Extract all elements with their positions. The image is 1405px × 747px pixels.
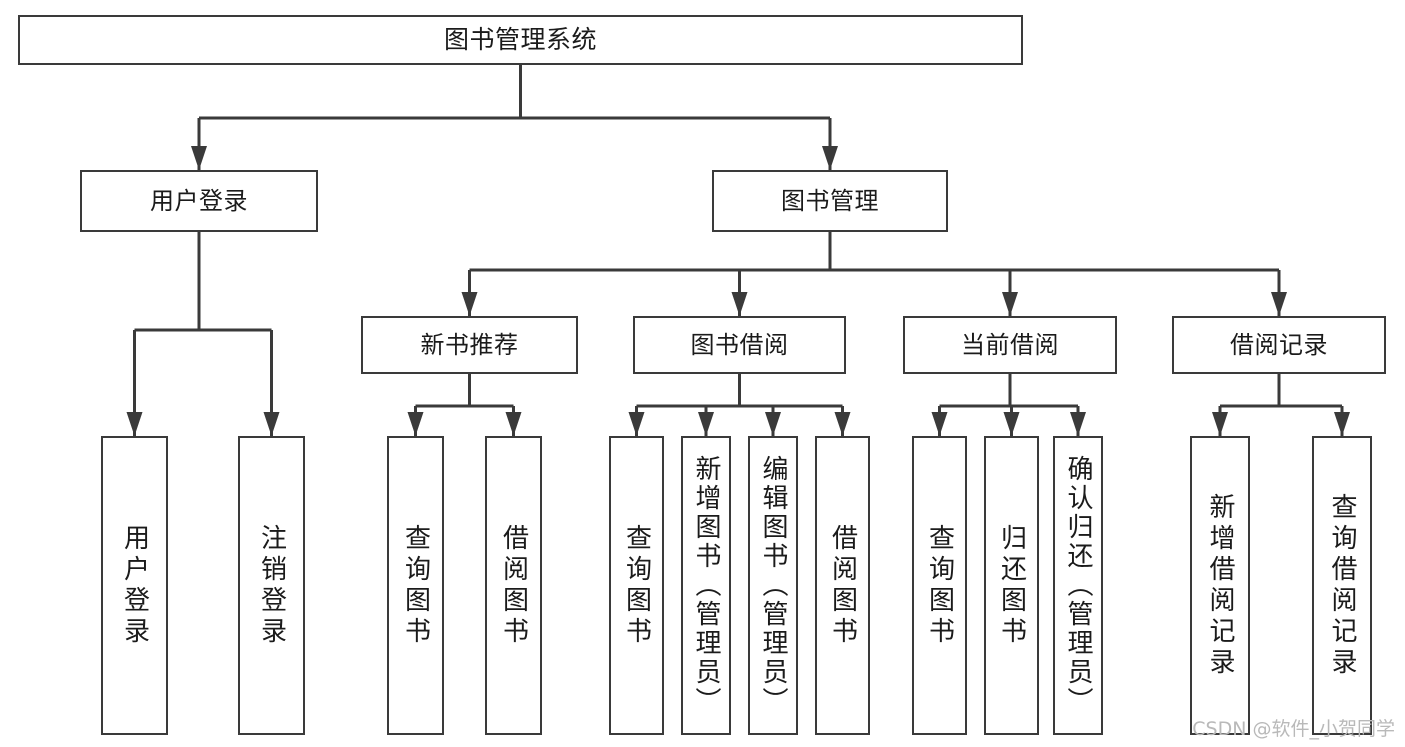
node-label: 借阅图书 (827, 523, 858, 648)
node-label: 查询图书 (924, 523, 955, 648)
node-label: 图书管理 (781, 186, 879, 215)
node-rec-add[interactable]: 新增借阅记录 (1190, 436, 1250, 735)
node-label: 注销登录 (256, 523, 287, 648)
watermark: CSDN @软件_小贺同学 (1192, 718, 1395, 740)
node-label: 查询图书 (621, 523, 652, 648)
node-login-do[interactable]: 用户登录 (101, 436, 168, 735)
node-label: 新增借阅记录 (1205, 492, 1235, 679)
node-login-out[interactable]: 注销登录 (238, 436, 305, 735)
node-newbook[interactable]: 新书推荐 (361, 316, 578, 374)
edge-arrowhead (126, 412, 143, 436)
edge-arrowhead (263, 412, 280, 436)
node-label: 借阅图书 (498, 523, 529, 648)
node-label: 当前借阅 (961, 330, 1059, 359)
edge-arrowhead (1334, 412, 1350, 436)
edge-arrowhead (1271, 292, 1287, 316)
node-label: 用户登录 (150, 186, 248, 215)
node-bw-add[interactable]: 新增图书（管理员） (681, 436, 731, 735)
edge-arrowhead (1070, 412, 1086, 436)
node-label: 编辑图书（管理员） (758, 455, 788, 716)
edge-arrowhead (1212, 412, 1228, 436)
node-label: 查询图书 (400, 523, 431, 648)
node-label: 新增图书（管理员） (691, 455, 721, 716)
node-cur-return[interactable]: 归还图书 (984, 436, 1039, 735)
node-label: 图书管理系统 (443, 25, 597, 55)
node-label: 借阅记录 (1230, 330, 1328, 359)
node-new-borrow[interactable]: 借阅图书 (485, 436, 542, 735)
node-label: 用户登录 (119, 523, 150, 648)
edge-arrowhead (407, 412, 424, 436)
node-label: 查询借阅记录 (1327, 492, 1357, 679)
node-label: 图书借阅 (690, 330, 789, 359)
node-label: 归还图书 (996, 523, 1027, 648)
edge-arrowhead (822, 146, 838, 170)
node-rec-query[interactable]: 查询借阅记录 (1312, 436, 1372, 735)
edge-arrowhead (628, 412, 645, 436)
node-root[interactable]: 图书管理系统 (18, 15, 1023, 65)
node-label: 新书推荐 (420, 330, 519, 359)
edge-arrowhead (834, 412, 851, 436)
node-records[interactable]: 借阅记录 (1172, 316, 1386, 374)
node-new-query[interactable]: 查询图书 (387, 436, 444, 735)
node-bw-edit[interactable]: 编辑图书（管理员） (748, 436, 798, 735)
node-bw-query[interactable]: 查询图书 (609, 436, 664, 735)
node-cur-confirm[interactable]: 确认归还（管理员） (1053, 436, 1103, 735)
edge-arrowhead (698, 412, 714, 436)
node-bookmgmt[interactable]: 图书管理 (712, 170, 948, 232)
node-bw-borrow[interactable]: 借阅图书 (815, 436, 870, 735)
edge-arrowhead (1002, 292, 1018, 316)
edge-arrowhead (1003, 412, 1020, 436)
edge-arrowhead (731, 292, 748, 316)
node-label: 确认归还（管理员） (1063, 455, 1093, 716)
edge-arrowhead (461, 292, 478, 316)
node-login[interactable]: 用户登录 (80, 170, 318, 232)
node-current[interactable]: 当前借阅 (903, 316, 1117, 374)
edge-arrowhead (505, 412, 522, 436)
edge-arrowhead (765, 412, 781, 436)
node-borrow[interactable]: 图书借阅 (633, 316, 846, 374)
node-cur-query[interactable]: 查询图书 (912, 436, 967, 735)
edge-arrowhead (931, 412, 948, 436)
edge-arrowhead (191, 146, 207, 170)
